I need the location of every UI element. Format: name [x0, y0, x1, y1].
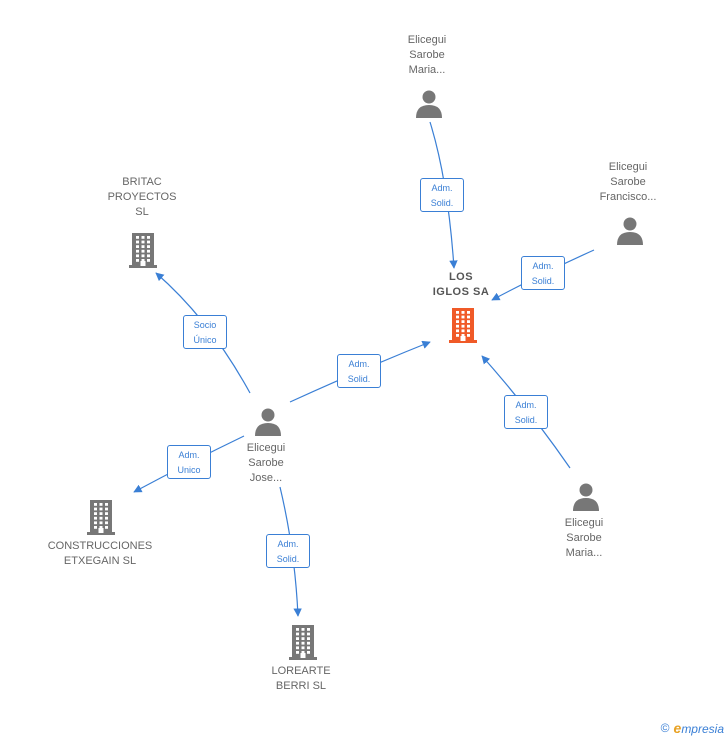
edge-label-jose-to-lorearte[interactable]: Adm. Solid.: [266, 534, 310, 568]
node-label-francisco[interactable]: Elicegui Sarobe Francisco...: [599, 160, 657, 203]
building-icon-britac[interactable]: [128, 232, 158, 273]
edge-label-maria-bottom-to-los-iglos[interactable]: Adm. Solid.: [504, 395, 548, 429]
building-icon-los-iglos[interactable]: [448, 307, 478, 348]
person-icon-maria-bottom[interactable]: [571, 481, 601, 516]
node-label-lorearte[interactable]: LOREARTE BERRI SL: [271, 665, 331, 692]
edge-label-jose-to-los-iglos[interactable]: Adm. Solid.: [337, 354, 381, 388]
building-icon-lorearte[interactable]: [288, 624, 318, 665]
node-label-maria-bottom[interactable]: Elicegui Sarobe Maria...: [564, 516, 604, 559]
building-icon-construcciones[interactable]: [86, 499, 116, 540]
empresia-logo: empresia: [673, 720, 724, 736]
node-label-construcciones[interactable]: CONSTRUCCIONES ETXEGAIN SL: [47, 540, 153, 567]
person-icon-maria-top[interactable]: [414, 88, 444, 123]
edge-label-jose-to-britac[interactable]: Socio Único: [183, 315, 227, 349]
copyright-icon: ©: [660, 721, 670, 735]
node-label-jose[interactable]: Elicegui Sarobe Jose...: [246, 441, 286, 484]
edge-label-jose-to-construcciones[interactable]: Adm. Unico: [167, 445, 211, 479]
edge-label-maria-top-to-los-iglos[interactable]: Adm. Solid.: [420, 178, 464, 212]
person-icon-jose[interactable]: [253, 406, 283, 441]
edge-label-francisco-to-los-iglos[interactable]: Adm. Solid.: [521, 256, 565, 290]
node-label-los-iglos[interactable]: LOS IGLOS SA: [432, 271, 490, 298]
node-label-maria-top[interactable]: Elicegui Sarobe Maria...: [407, 33, 447, 76]
node-label-britac[interactable]: BRITAC PROYECTOS SL: [107, 175, 177, 218]
empresia-watermark[interactable]: © empresia: [661, 720, 724, 736]
person-icon-francisco[interactable]: [615, 215, 645, 250]
